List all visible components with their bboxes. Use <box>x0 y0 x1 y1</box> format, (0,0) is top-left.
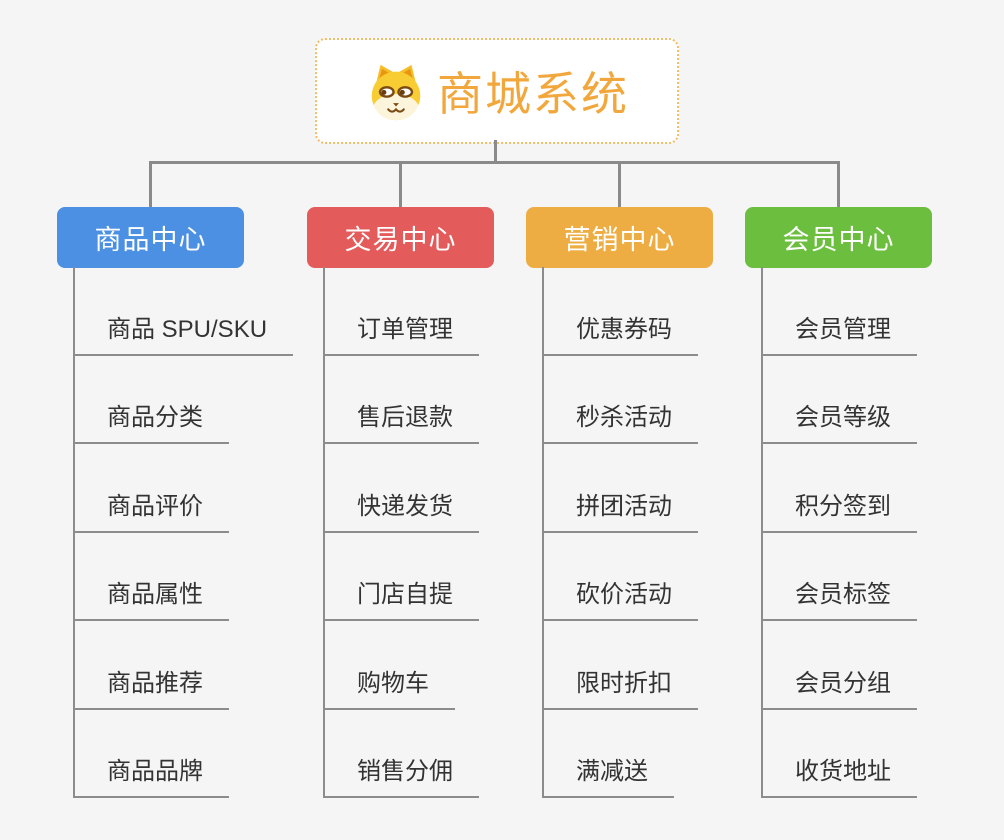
leaf-node[interactable]: 销售分佣 <box>325 710 479 798</box>
leaf-node[interactable]: 积分签到 <box>763 444 917 533</box>
branch-children-trade: 订单管理 售后退款 快递发货 门店自提 购物车 销售分佣 <box>323 267 479 798</box>
leaf-node[interactable]: 商品 SPU/SKU <box>75 267 294 356</box>
leaf-node[interactable]: 商品评价 <box>75 444 229 533</box>
leaf-node[interactable]: 会员分组 <box>763 621 917 710</box>
connector-drop-member <box>837 163 840 207</box>
leaf-node[interactable]: 购物车 <box>325 621 455 710</box>
connector-drop-trade <box>399 163 402 207</box>
leaf-node[interactable]: 快递发货 <box>325 444 479 533</box>
leaf-node[interactable]: 优惠券码 <box>544 267 698 356</box>
connector-drop-product <box>149 163 152 207</box>
leaf-node[interactable]: 会员等级 <box>763 356 917 444</box>
leaf-node[interactable]: 订单管理 <box>325 267 479 356</box>
branch-node-product[interactable]: 商品中心 <box>57 207 244 268</box>
leaf-node[interactable]: 砍价活动 <box>544 533 698 621</box>
leaf-node[interactable]: 限时折扣 <box>544 621 698 710</box>
branch-children-member: 会员管理 会员等级 积分签到 会员标签 会员分组 收货地址 <box>761 267 917 798</box>
connector-root-stub <box>494 140 497 163</box>
leaf-node[interactable]: 秒杀活动 <box>544 356 698 444</box>
leaf-node[interactable]: 商品属性 <box>75 533 229 621</box>
leaf-node[interactable]: 会员标签 <box>763 533 917 621</box>
branch-node-trade[interactable]: 交易中心 <box>307 207 494 268</box>
connector-horizontal <box>149 161 840 164</box>
leaf-node[interactable]: 商品品牌 <box>75 710 229 798</box>
branch-children-product: 商品 SPU/SKU 商品分类 商品评价 商品属性 商品推荐 商品品牌 <box>73 267 294 798</box>
leaf-node[interactable]: 满减送 <box>544 710 674 798</box>
branch-children-marketing: 优惠券码 秒杀活动 拼团活动 砍价活动 限时折扣 满减送 <box>542 267 698 798</box>
leaf-node[interactable]: 商品分类 <box>75 356 229 444</box>
connector-drop-marketing <box>618 163 621 207</box>
root-node[interactable]: 商城系统 <box>315 38 679 144</box>
root-title: 商城系统 <box>437 68 629 120</box>
leaf-node[interactable]: 售后退款 <box>325 356 479 444</box>
leaf-node[interactable]: 商品推荐 <box>75 621 229 710</box>
leaf-node[interactable]: 拼团活动 <box>544 444 698 533</box>
branch-node-marketing[interactable]: 营销中心 <box>526 207 713 268</box>
leaf-node[interactable]: 门店自提 <box>325 533 479 621</box>
leaf-node[interactable]: 收货地址 <box>763 710 917 798</box>
leaf-node[interactable]: 会员管理 <box>763 267 917 356</box>
dog-face-icon <box>371 64 421 121</box>
branch-node-member[interactable]: 会员中心 <box>745 207 932 268</box>
